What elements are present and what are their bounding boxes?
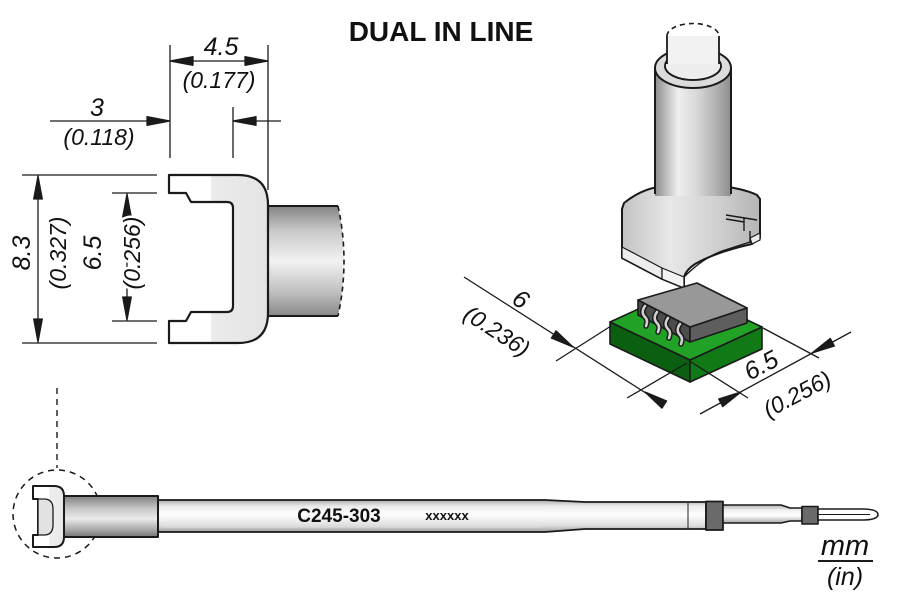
marking-text: xxxxxx <box>425 508 469 523</box>
dim-height <box>22 174 157 344</box>
dim-width-mm: 4.5 <box>204 33 239 61</box>
chip-leads <box>640 303 685 347</box>
units-note: mm (in) <box>818 530 873 591</box>
dim-pcb-left-mm: 6 <box>507 284 534 315</box>
dim-inner-height <box>112 192 157 322</box>
front-shaft-edges <box>268 205 338 317</box>
tip-iso-right-notch <box>749 232 761 245</box>
connector-mid-section <box>722 504 803 524</box>
connector-band-2 <box>801 505 819 525</box>
dim-inner-mm: 6.5 <box>79 236 107 271</box>
dim-depth-in: (0.118) <box>63 124 134 150</box>
inner-tube-edges <box>666 36 720 64</box>
bore-front-lip <box>664 65 722 81</box>
front-view-group: 8.3 (0.327) 6.5 (0.256) 4.5 (0.177) 3 (0… <box>8 33 345 345</box>
front-shaft-body <box>268 206 344 316</box>
tip-front-profile <box>167 173 270 345</box>
front-shaft-break-line <box>337 205 345 317</box>
tip-iso-slot-lines <box>683 214 758 278</box>
dim-pcb-left-in: (0.236) <box>459 300 534 361</box>
model-text: C245-303 <box>297 506 380 527</box>
side-view-group: C245-303 xxxxxx <box>12 388 879 559</box>
chip-top <box>637 282 748 328</box>
dim-depth-mm: 3 <box>90 94 104 122</box>
dim-inner-in: (0.256) <box>119 217 145 290</box>
page-title: DUAL IN LINE <box>349 16 534 47</box>
connector-band-1 <box>705 500 724 531</box>
heater-cylinder-edges <box>654 68 732 194</box>
dim-pcb-left <box>463 276 688 409</box>
dim-height-in: (0.327) <box>45 217 71 290</box>
dim-width <box>169 45 269 190</box>
dim-pcb-right <box>690 327 852 415</box>
heater-cylinder <box>655 68 731 196</box>
tip-iso-body <box>621 186 761 289</box>
dim-width-in: (0.177) <box>183 67 256 93</box>
units-metric-label: mm <box>821 530 869 562</box>
tube-break-line <box>666 22 720 37</box>
inner-tube <box>667 36 719 64</box>
dim-height-mm: 8.3 <box>8 236 36 271</box>
dim-depth <box>50 107 281 158</box>
units-imperial-label: (in) <box>827 563 863 591</box>
shaft-shading-lines <box>162 504 542 528</box>
iso-view-group: 6 (0.236) 6.5 (0.256) <box>459 22 852 425</box>
cartridge-collar <box>61 495 159 538</box>
tip-side-bore <box>37 498 54 536</box>
